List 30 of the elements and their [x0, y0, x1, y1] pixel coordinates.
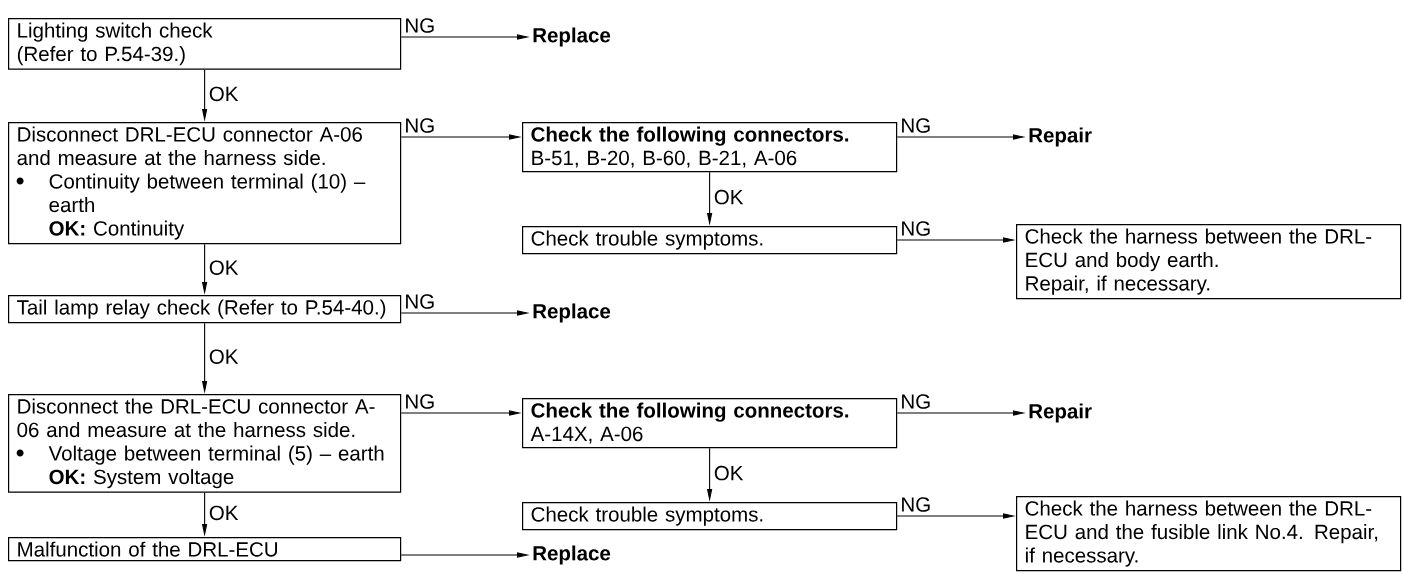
- edge-label: NG: [899, 393, 933, 410]
- process-box: Disconnect the DRL-ECU connector A-06 and measure at the harness side. Voltage between terminal (5) – earth OK: System voltage: [8, 394, 402, 493]
- action-text: Repair: [1029, 127, 1092, 147]
- edge-label: NG: [403, 393, 437, 410]
- edge-label: OK: [207, 259, 240, 276]
- process-box: Check trouble symptoms.: [522, 226, 898, 255]
- edge-label: OK: [207, 85, 240, 103]
- action-text: Replace: [533, 303, 611, 323]
- process-box: Disconnect DRL-ECU connector A-06 and measure at the harness side. Continuity between terminal (10) – earth OK: Continuity: [8, 122, 402, 245]
- action-text: Repair: [1029, 403, 1092, 423]
- process-box: Lighting switch check (Refer to P.54-39.): [8, 18, 402, 70]
- edge-label: NG: [403, 293, 437, 310]
- edge-label: NG: [403, 17, 437, 34]
- action-text: Replace: [533, 545, 611, 565]
- edge-label: NG: [899, 496, 933, 513]
- process-box: Check trouble symptoms.: [522, 502, 898, 531]
- process-box: Tail lamp relay check (Refer to P.54-40.): [8, 295, 402, 324]
- edge-label: OK: [207, 504, 240, 522]
- edge-label: OK: [712, 464, 745, 482]
- edge-label: NG: [403, 117, 437, 134]
- edge-label: OK: [207, 348, 240, 365]
- process-box: Check the following connectors. B-51, B-20, B-60, B-21, A-06: [522, 122, 898, 173]
- process-box: Check the harness between the DRL-ECU and the fusible link No.4. Repair, if necessary.: [1016, 496, 1402, 572]
- process-box: Check the following connectors. A-14X, A-06: [522, 398, 898, 449]
- process-box: Check the harness between the DRL-ECU and body earth. Repair, if necessary.: [1016, 224, 1402, 300]
- edge-label: NG: [899, 220, 933, 237]
- process-box: Malfunction of the DRL-ECU: [8, 537, 402, 562]
- edge-label: NG: [899, 117, 933, 134]
- edge-label: OK: [712, 188, 745, 206]
- action-text: Replace: [533, 27, 611, 47]
